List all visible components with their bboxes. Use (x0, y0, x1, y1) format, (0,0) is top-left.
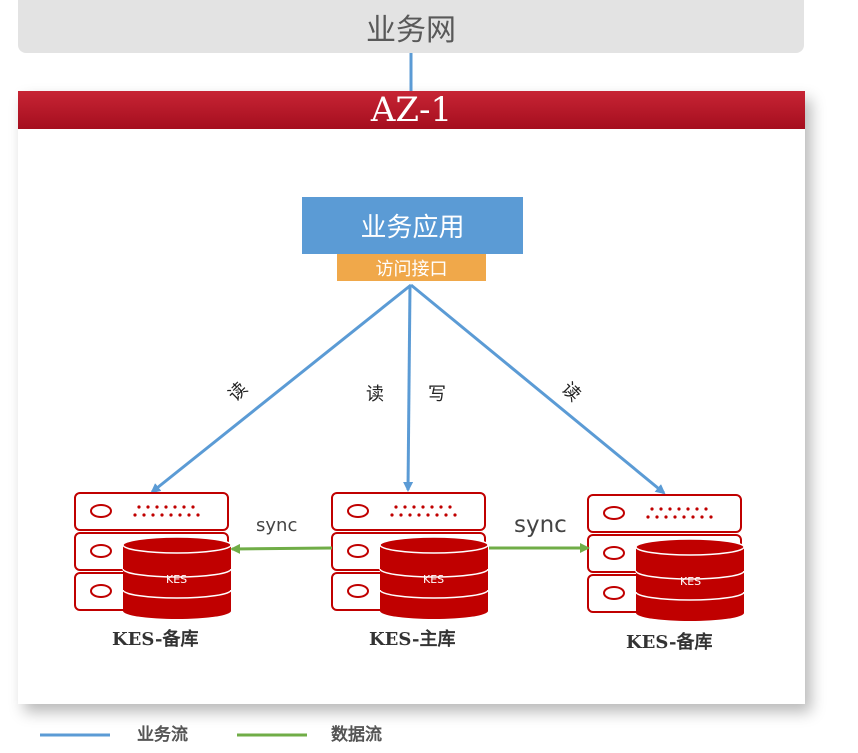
server-primary (331, 492, 489, 620)
db-label-center: KES-主库 (369, 629, 456, 650)
access-interface-label: 访问接口 (375, 258, 448, 280)
write-label-center: 写 (428, 384, 446, 405)
business-app-box: 业务应用 (302, 197, 523, 254)
sync-label-right: sync (514, 512, 567, 538)
business-network-bar: 业务网 (18, 0, 804, 53)
server-standby-left (74, 492, 232, 620)
read-label-center: 读 (366, 384, 384, 405)
business-app-title: 业务应用 (360, 213, 465, 243)
business-flow-arrow-right (410, 283, 666, 495)
business-flow-arrow-left (150, 283, 412, 494)
sync-label-left: sync (256, 515, 298, 536)
legend-data-label: 数据流 (331, 725, 382, 745)
az-title: AZ-1 (370, 90, 453, 130)
data-flow-arrow-left (230, 543, 333, 554)
legend-business-label: 业务流 (137, 725, 188, 745)
kes-disk-label-center: KES (423, 573, 445, 586)
db-label-left: KES-备库 (112, 629, 199, 650)
db-label-right: KES-备库 (626, 632, 713, 653)
server-standby-right (587, 494, 745, 622)
az-header: AZ-1 (18, 90, 805, 130)
access-interface-box: 访问接口 (337, 254, 486, 281)
business-network-title: 业务网 (366, 12, 456, 48)
kes-disk-label-left: KES (166, 573, 188, 586)
business-flow-arrow-center (403, 284, 414, 492)
kes-disk-label-right: KES (680, 575, 702, 588)
